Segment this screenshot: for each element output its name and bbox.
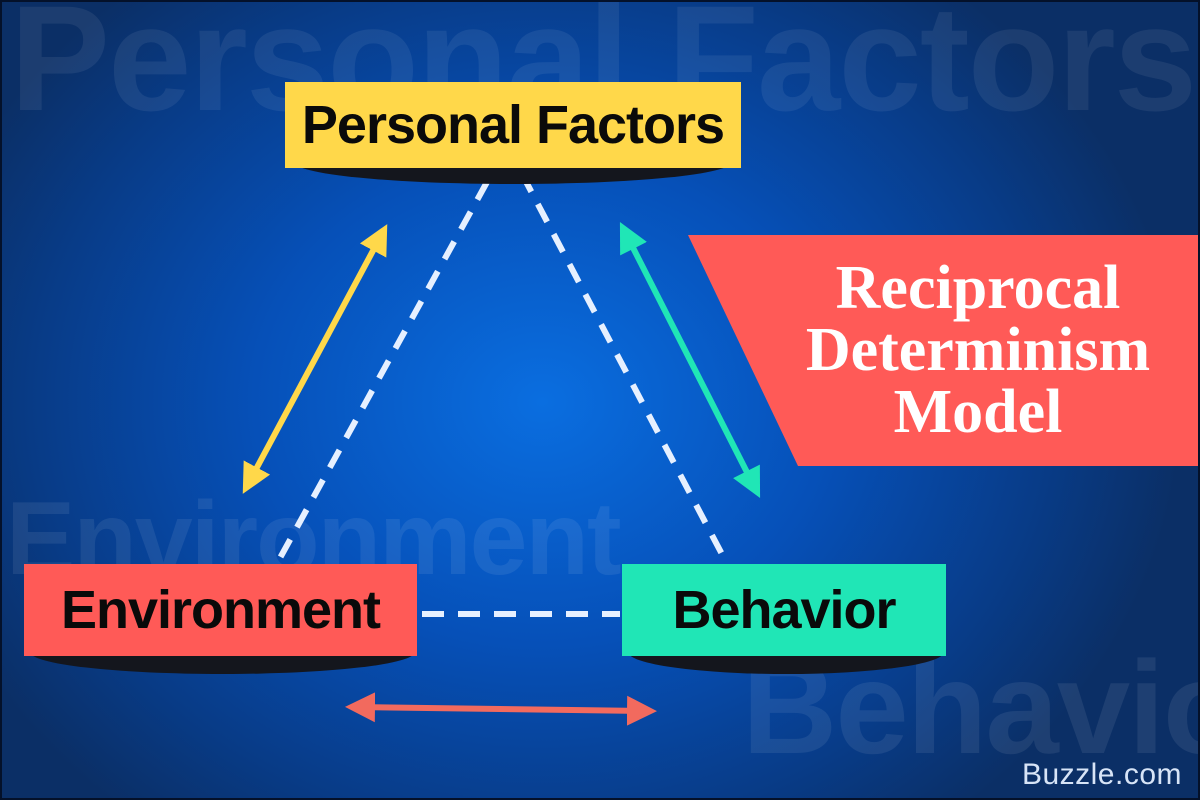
title-line-1: Reciprocal <box>835 254 1121 322</box>
node-personal-factors: Personal Factors <box>285 82 741 168</box>
title-banner-shape <box>688 235 1198 466</box>
arrow-personal-environment <box>242 224 388 494</box>
behavior-shadow <box>628 652 944 674</box>
node-behavior: Behavior <box>622 564 946 656</box>
diagram-title: Reciprocal Determinism Model <box>768 257 1188 443</box>
environment-shadow <box>30 652 415 674</box>
title-line-2: Determinism <box>805 316 1151 384</box>
brand-watermark: Buzzle.com <box>1021 758 1182 791</box>
node-environment: Environment <box>24 564 417 656</box>
title-banner: Reciprocal Determinism Model <box>688 235 1198 466</box>
arrow-environment-behavior <box>345 692 657 726</box>
arrow-personal-behavior <box>619 221 761 499</box>
title-line-3: Model <box>893 378 1063 446</box>
